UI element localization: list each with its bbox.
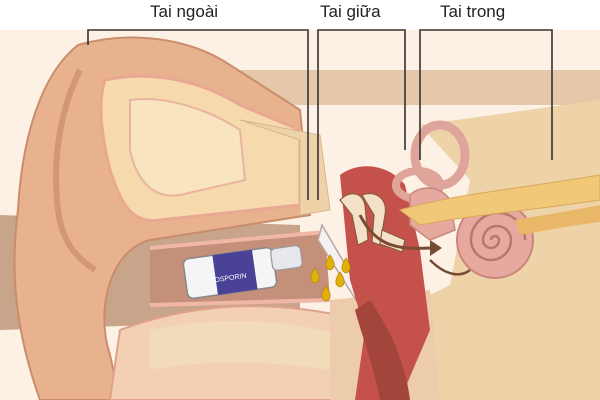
- ear-canal-wall: [149, 230, 326, 250]
- leader-outer-ear: [87, 29, 309, 200]
- drop-3: [310, 267, 320, 284]
- leader-inner-ear: [419, 29, 553, 160]
- drop-4: [335, 271, 345, 288]
- ear-drops: [310, 254, 351, 302]
- malleus: [339, 193, 369, 246]
- bottle-label-band: [212, 249, 258, 295]
- cochlea-arrow: [429, 259, 471, 276]
- eustachian-tube: [355, 300, 410, 400]
- label-inner-ear: Tai trong: [440, 2, 506, 21]
- incus: [361, 193, 387, 246]
- label-area: [0, 0, 600, 30]
- lower-bone: [150, 320, 340, 370]
- leader-lines: [87, 29, 553, 200]
- head-skin-band: [230, 70, 600, 105]
- auditory-nerve: [398, 174, 600, 226]
- drop-2: [341, 257, 351, 274]
- ear-drop-bottle: OTOSPORIN: [182, 245, 303, 300]
- cartilage-inner: [129, 98, 247, 197]
- label-middle-ear: Tai giữa: [320, 2, 381, 21]
- drop-1: [325, 254, 335, 271]
- sound-arrow: [358, 214, 431, 250]
- auricle-helix-fold: [53, 68, 97, 273]
- auditory-nerve-branch: [515, 205, 600, 235]
- label-outer-ear: Tai ngoài: [150, 2, 219, 21]
- sound-arrow-head: [430, 240, 442, 256]
- ear-canal-floor: [149, 298, 331, 307]
- bottle-cap: [270, 245, 303, 271]
- leader-middle-ear: [317, 29, 406, 200]
- drop-5: [321, 285, 331, 302]
